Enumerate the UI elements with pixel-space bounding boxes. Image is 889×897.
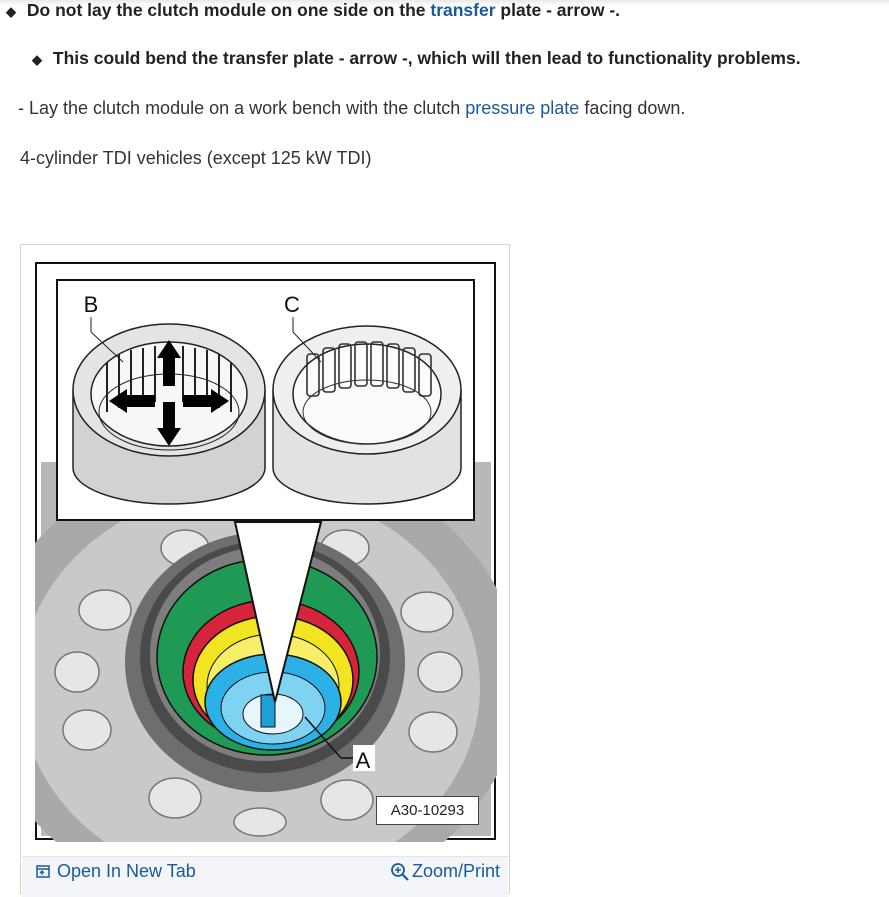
subheading: 4-cylinder TDI vehicles (except 125 kW T… <box>20 148 372 168</box>
illustration-figure: B C A A30-10293 Open In New Tab Zoom/Pri… <box>20 244 510 897</box>
zoom-print-label: Zoom/Print <box>412 861 501 881</box>
transfer-link[interactable]: transfer <box>430 0 496 20</box>
bearing-c-drawing <box>272 317 462 505</box>
diamond-bullet-icon: ◆ <box>6 4 16 19</box>
zoom-print-button[interactable]: Zoom/Print <box>390 861 500 882</box>
open-new-tab-icon <box>36 865 50 878</box>
bullet-warning-1: ◆ Do not lay the clutch module on one si… <box>0 0 620 21</box>
bullet-1-text: Do not lay the clutch module on one side… <box>26 0 431 20</box>
step-text-end: facing down. <box>579 98 686 118</box>
open-new-tab-button[interactable]: Open In New Tab <box>36 861 196 882</box>
callout-b: B <box>84 292 99 317</box>
diamond-bullet-icon: ◆ <box>32 52 42 67</box>
step-instruction: - Lay the clutch module on a work bench … <box>18 98 685 119</box>
callout-a: A <box>356 748 371 773</box>
figure-footer: Open In New Tab Zoom/Print <box>22 856 508 897</box>
figure-reference-code: A30-10293 <box>376 796 479 825</box>
open-new-tab-label: Open In New Tab <box>57 861 196 881</box>
zoom-in-icon <box>391 862 409 881</box>
step-text: - Lay the clutch module on a work bench … <box>18 98 466 118</box>
bullet-warning-2: ◆ This could bend the transfer plate - a… <box>0 48 801 69</box>
clutch-module-illustration[interactable]: B C A <box>35 262 497 842</box>
bullet-2-text: This could bend the transfer plate - arr… <box>52 48 801 68</box>
pressure-plate-link[interactable]: pressure plate <box>465 98 580 118</box>
callout-c: C <box>284 292 300 317</box>
top-shadow <box>0 0 889 6</box>
bullet-1-text-end: plate - arrow -. <box>495 0 621 20</box>
bearing-b-drawing <box>72 317 266 505</box>
